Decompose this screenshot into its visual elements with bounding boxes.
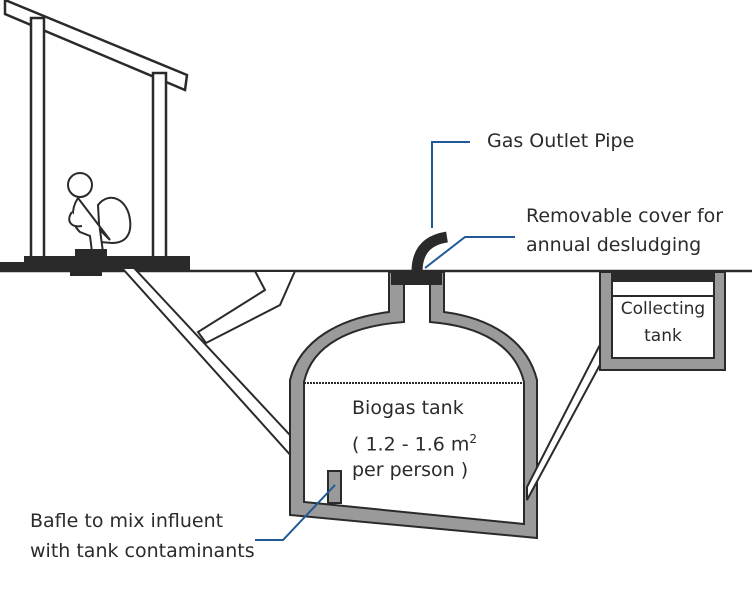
label-baffle-2: with tank contaminants	[30, 540, 255, 562]
callout-baffle	[255, 484, 336, 541]
label-biogas-3: per person )	[352, 459, 469, 481]
label-biogas-sup: 2	[469, 432, 478, 446]
label-collecting-1: Collecting	[620, 299, 706, 319]
branch-pipe	[196, 270, 297, 345]
latrine-roof	[3, 0, 189, 92]
latrine-post-right	[151, 71, 168, 262]
latrine-post-left	[29, 16, 46, 262]
gas-outlet-pipe	[411, 231, 449, 273]
baffle	[327, 470, 342, 504]
callout-gas-outlet	[431, 141, 470, 228]
label-biogas-2: ( 1.2 - 1.6 m	[352, 433, 470, 456]
label-collecting-2: tank	[644, 326, 682, 346]
label-gas-outlet: Gas Outlet Pipe	[487, 130, 635, 152]
squatting-person-icon	[67, 172, 132, 257]
outlet-pipe	[526, 331, 610, 501]
latrine-slab	[24, 256, 190, 270]
label-biogas-1: Biogas tank	[352, 397, 464, 419]
label-baffle-1: Bafle to mix influent	[30, 510, 224, 532]
label-cover-2: annual desludging	[526, 234, 702, 256]
label-cover-1: Removable cover for	[526, 205, 724, 227]
callout-cover	[424, 236, 515, 269]
removable-cover	[391, 272, 442, 285]
